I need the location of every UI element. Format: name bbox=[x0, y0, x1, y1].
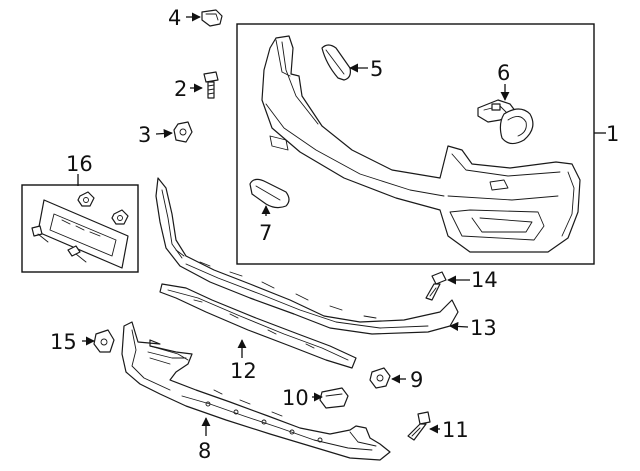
leader-lines bbox=[77, 12, 606, 436]
callout-16: 16 bbox=[66, 152, 93, 176]
callout-3: 3 bbox=[138, 123, 151, 147]
callout-15: 15 bbox=[50, 330, 77, 354]
nut-a bbox=[77, 191, 95, 207]
skid-plate bbox=[121, 321, 391, 461]
callout-8: 8 bbox=[198, 439, 211, 463]
callout-1: 1 bbox=[606, 122, 619, 146]
screw-b bbox=[67, 245, 87, 263]
clip-part-15 bbox=[93, 329, 115, 353]
tow-hook-cover-lower bbox=[249, 178, 290, 209]
callout-10: 10 bbox=[282, 386, 309, 410]
callout-4: 4 bbox=[168, 6, 181, 30]
callout-2: 2 bbox=[174, 77, 187, 101]
callout-6: 6 bbox=[497, 61, 510, 85]
clip-part-10 bbox=[319, 387, 349, 409]
clip-part-9 bbox=[369, 367, 391, 389]
tow-hook-cover-upper bbox=[321, 44, 351, 81]
callout-7: 7 bbox=[259, 221, 272, 245]
callout-14: 14 bbox=[471, 268, 498, 292]
clip-part-4 bbox=[201, 9, 223, 27]
license-plate-bracket bbox=[31, 191, 129, 269]
bumper-cover bbox=[261, 35, 581, 253]
callout-13: 13 bbox=[470, 316, 497, 340]
callout-5: 5 bbox=[370, 57, 383, 81]
clip-part-3 bbox=[173, 121, 193, 143]
lower-trim-strip bbox=[159, 283, 357, 369]
bolt-part-2 bbox=[203, 71, 219, 99]
lower-valance bbox=[155, 177, 459, 335]
bumper-group-frame bbox=[236, 23, 595, 265]
screw-part-11 bbox=[407, 411, 431, 441]
license-bracket-frame bbox=[21, 184, 139, 273]
callout-9: 9 bbox=[410, 368, 423, 392]
sensor-bracket bbox=[477, 99, 534, 145]
callout-12: 12 bbox=[230, 359, 257, 383]
screw-part-14 bbox=[425, 271, 447, 301]
screw-a bbox=[31, 225, 49, 243]
nut-b bbox=[111, 209, 129, 225]
callout-11: 11 bbox=[442, 418, 469, 442]
